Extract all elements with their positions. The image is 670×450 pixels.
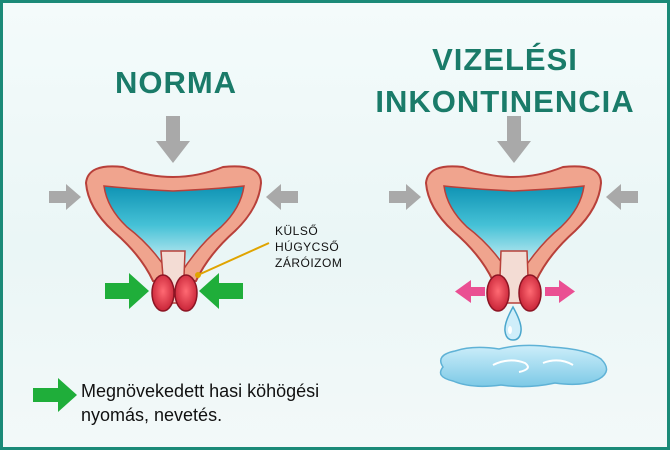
- sphincter-left-incontinence: [486, 274, 510, 312]
- gray-arrow-top-right: [497, 116, 531, 163]
- legend-line2: nyomás, nevetés.: [81, 405, 223, 425]
- pink-arrow-right: [545, 280, 575, 303]
- gray-arrow-side-left-2: [266, 184, 298, 210]
- sphincter-label-line1: KÜLSŐ: [275, 224, 319, 238]
- puddle-ripple-1: [492, 359, 529, 373]
- legend-green-arrow: [33, 378, 77, 412]
- sphincter-left-normal: [151, 274, 175, 312]
- diagram-svg: [33, 116, 638, 412]
- green-arrow-right: [199, 273, 243, 309]
- gray-arrow-side-left-1: [49, 184, 81, 210]
- puddle-ripple-2: [542, 359, 574, 366]
- gray-arrow-side-right-2: [606, 184, 638, 210]
- incontinence-title-line1: VIZELÉSI: [432, 42, 578, 77]
- sphincter-right-incontinence: [518, 274, 542, 312]
- droplet-highlight: [508, 326, 512, 334]
- normal-panel: [49, 116, 298, 312]
- incontinence-panel: [389, 116, 638, 388]
- bladder-urine-incontinence: [443, 185, 585, 274]
- sphincter-label-line2: HÚGYCSŐ: [275, 240, 340, 254]
- pink-arrow-left: [455, 280, 485, 303]
- sphincter-pointer-dot: [195, 272, 201, 278]
- incontinence-title-line2: INKONTINENCIA: [375, 84, 635, 119]
- sphincter-right-normal: [174, 274, 198, 312]
- urine-droplet: [504, 305, 522, 341]
- gray-arrow-side-right-1: [389, 184, 421, 210]
- sphincter-label: KÜLSŐ HÚGYCSŐ ZÁRÓIZOM: [275, 223, 342, 271]
- urine-puddle: [439, 344, 608, 388]
- green-arrow-left: [105, 273, 149, 309]
- sphincter-label-line3: ZÁRÓIZOM: [275, 256, 343, 270]
- legend-text: Megnövekedett hasi köhögési nyomás, neve…: [81, 379, 319, 427]
- sphincter-pointer-line: [197, 242, 270, 276]
- legend-line1: Megnövekedett hasi köhögési: [81, 381, 320, 401]
- bladder-urine-normal: [103, 185, 245, 274]
- normal-title: NORMA: [114, 65, 238, 100]
- incontinence-title: VIZELÉSI INKONTINENCIA: [355, 39, 655, 123]
- gray-arrow-top-left: [156, 116, 190, 163]
